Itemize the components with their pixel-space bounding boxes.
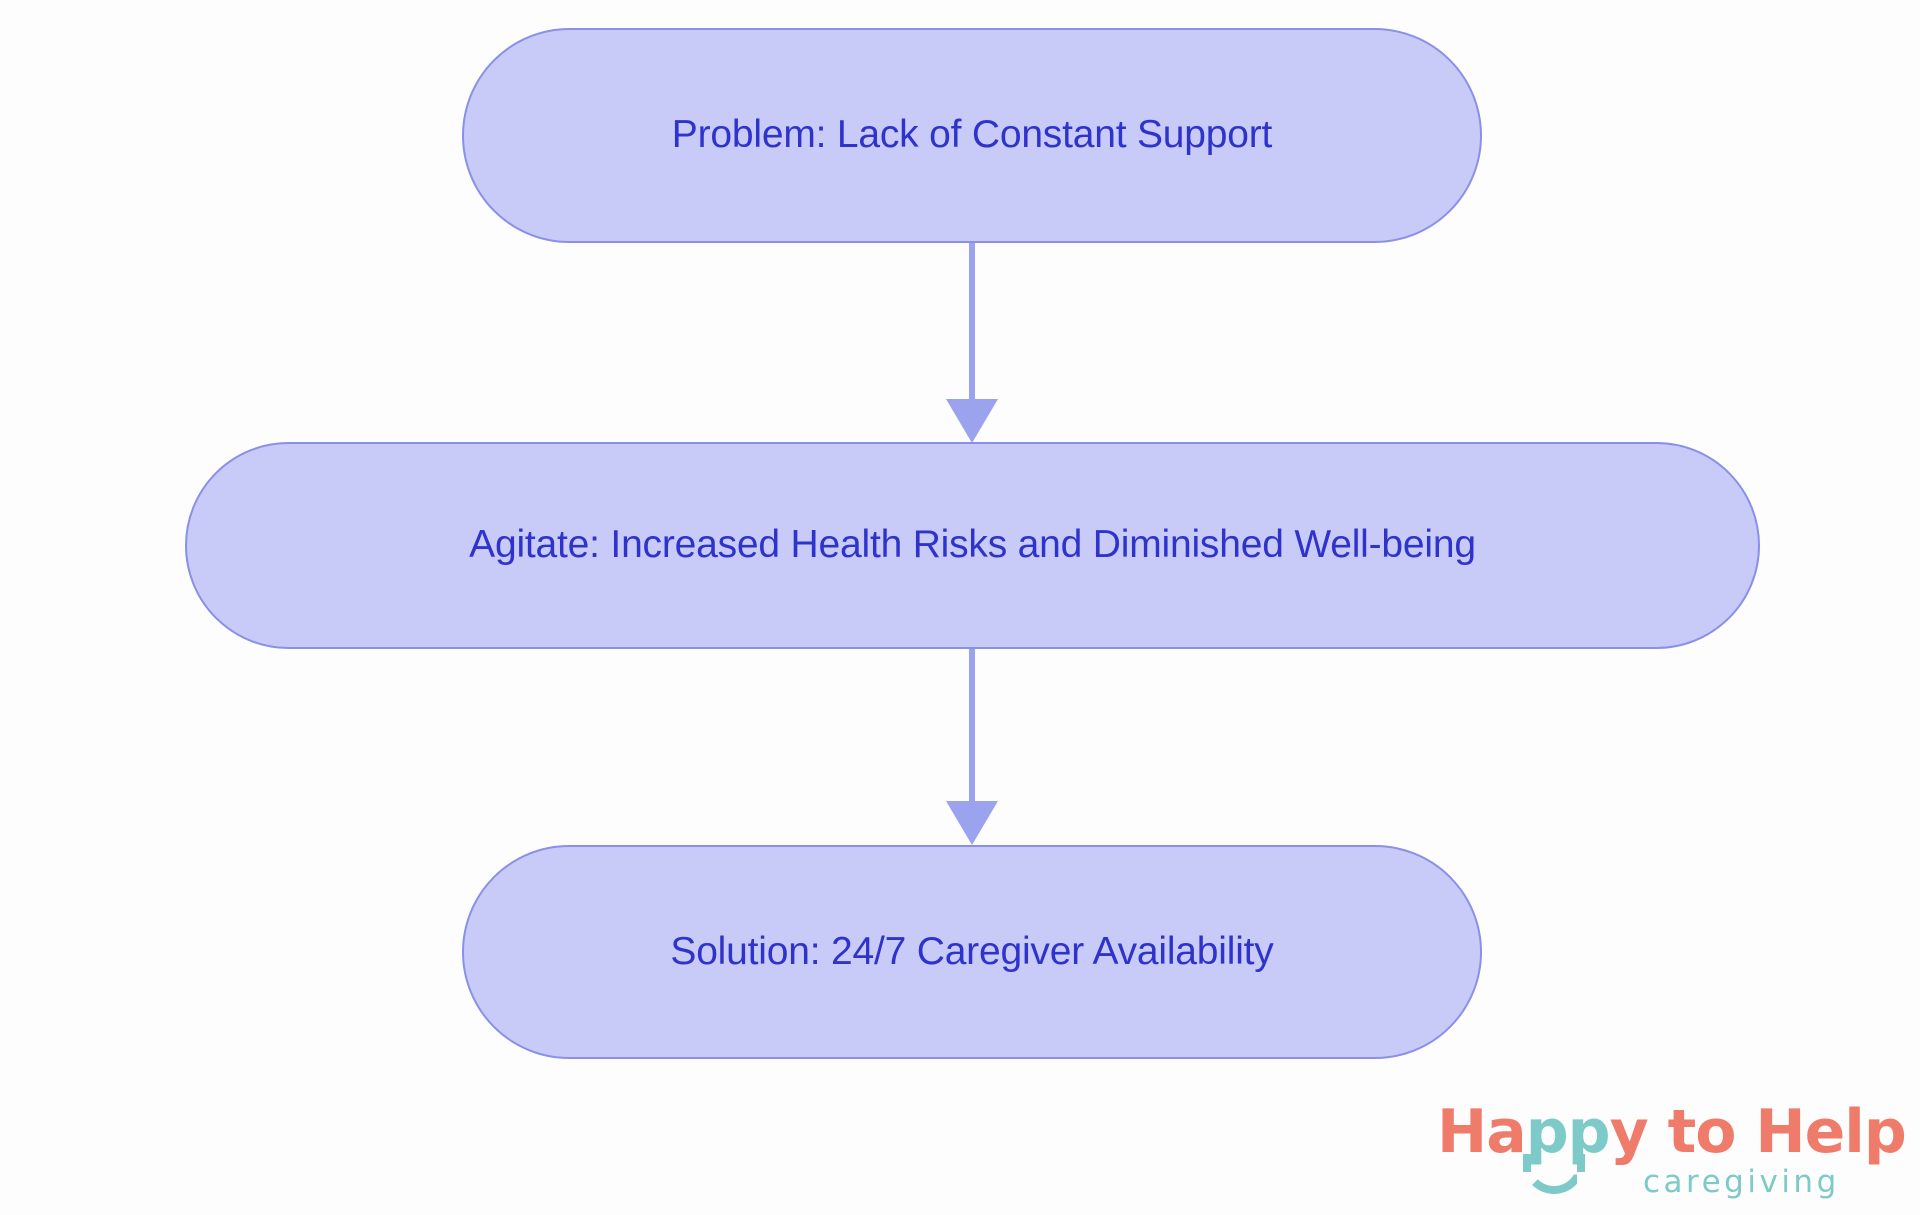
flow-node-solution[interactable]: Solution: 24/7 Caregiver Availability <box>462 845 1482 1059</box>
flow-node-solution-label: Solution: 24/7 Caregiver Availability <box>670 929 1274 973</box>
smile-arc-icon <box>1523 1154 1585 1194</box>
flow-node-agitate[interactable]: Agitate: Increased Health Risks and Dimi… <box>185 442 1760 649</box>
flow-node-problem[interactable]: Problem: Lack of Constant Support <box>462 28 1482 243</box>
flow-arrow-problem-to-agitate <box>946 243 998 443</box>
wordmark-part-4: p <box>1863 1097 1907 1167</box>
brand-wordmark: Happy to Help <box>1437 1102 1907 1162</box>
brand-logo: Happy to Help caregiving <box>1437 1102 1907 1210</box>
wordmark-part-2: pp <box>1525 1097 1611 1167</box>
arrow-head-down-icon <box>946 801 998 845</box>
flow-node-problem-label: Problem: Lack of Constant Support <box>671 113 1273 157</box>
brand-tagline: caregiving <box>1643 1164 1840 1200</box>
wordmark-part-1: Ha <box>1437 1097 1527 1167</box>
flow-arrow-agitate-to-solution <box>946 649 998 845</box>
flow-node-agitate-label: Agitate: Increased Health Risks and Dimi… <box>469 523 1476 567</box>
arrow-shaft <box>969 243 975 399</box>
wordmark-part-3: y to Hel <box>1609 1097 1865 1167</box>
arrow-shaft <box>969 649 975 801</box>
arrow-head-down-icon <box>946 399 998 443</box>
